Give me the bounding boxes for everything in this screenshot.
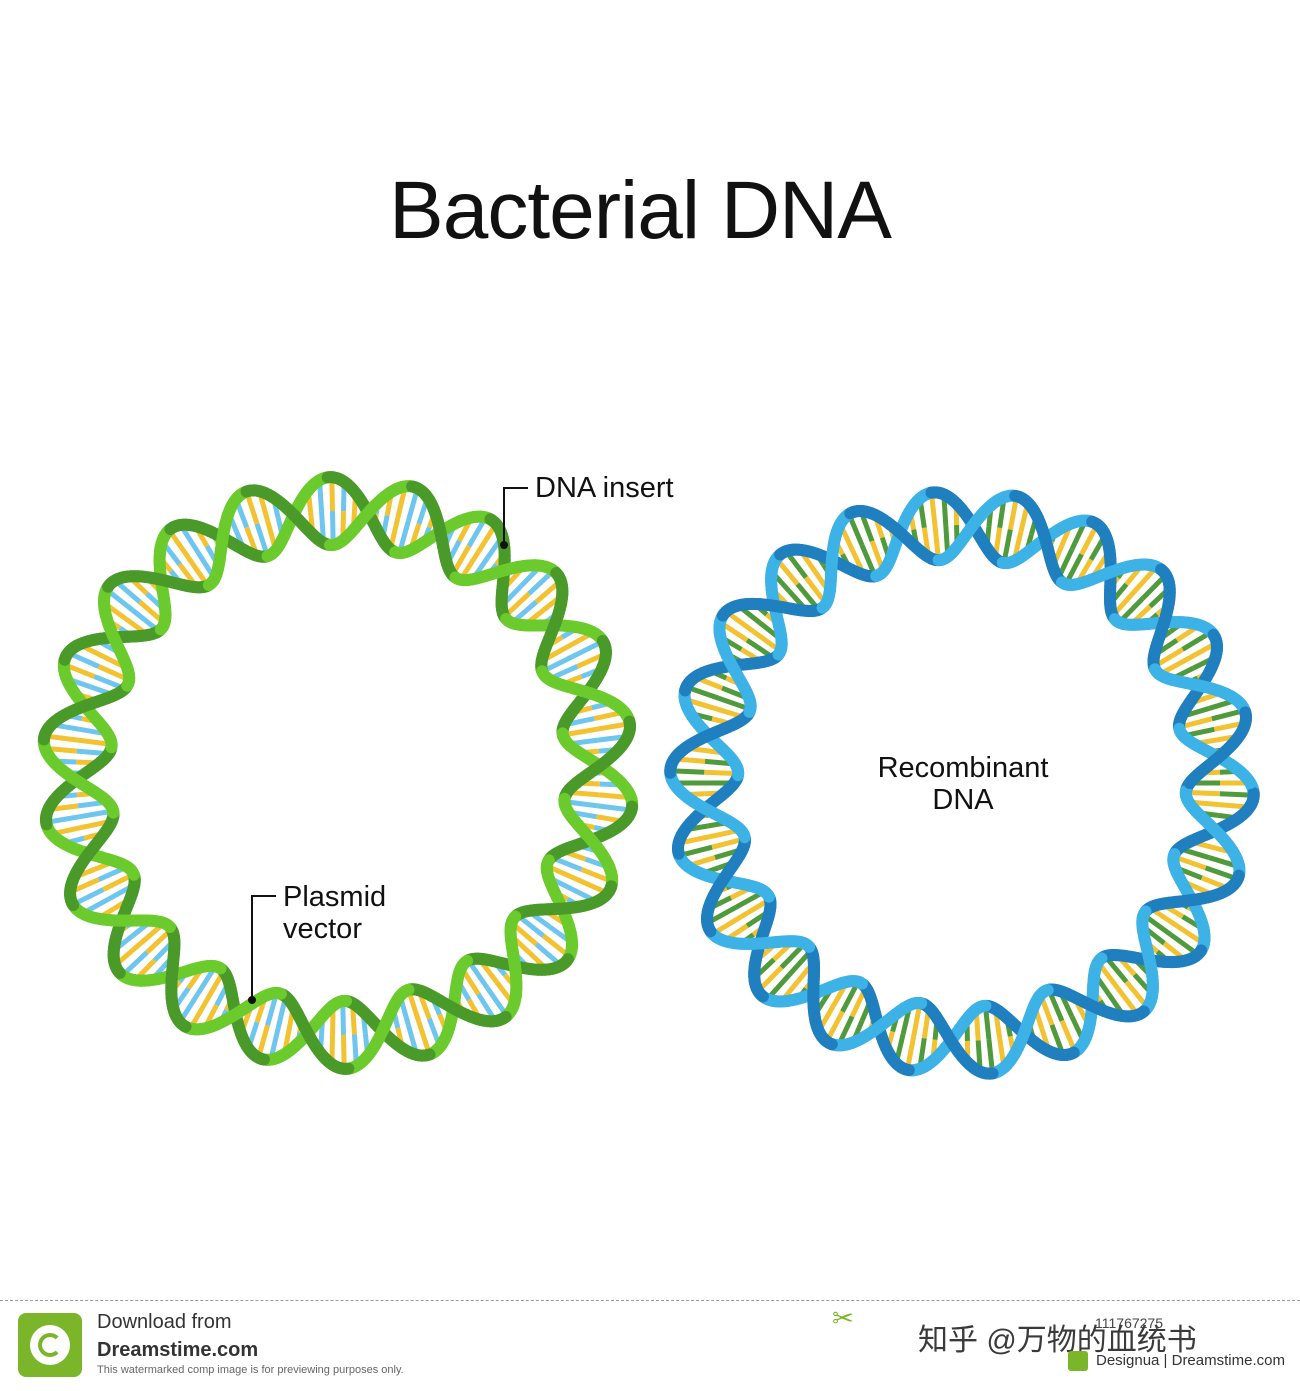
copyright-icon <box>1068 1351 1088 1371</box>
backbone-segment <box>1249 780 1251 783</box>
footer-download-from: Download from <box>97 1311 232 1334</box>
backbone-segment <box>1190 781 1192 783</box>
plasmid-dna-ring <box>44 477 632 1069</box>
footer-credit: Designua | Dreamstime.com <box>1096 1352 1285 1369</box>
dna-diagram <box>0 0 1300 1300</box>
dreamstime-logo-icon <box>18 1313 82 1377</box>
recombinant-dna-label-line2: DNA <box>868 784 1058 816</box>
plasmid-vector-label-line1: Plasmid <box>283 881 386 913</box>
plasmid-vector-label: Plasmid vector <box>283 881 386 945</box>
scissors-icon: ✂ <box>832 1303 854 1334</box>
recombinant-dna-label-line1: Recombinant <box>868 752 1058 784</box>
dreamstime-logo-inner <box>30 1325 70 1365</box>
footer-notice: This watermarked comp image is for previ… <box>97 1364 404 1376</box>
dna-insert-label: DNA insert <box>535 472 674 504</box>
dreamstime-logo-swirl <box>38 1333 62 1357</box>
footer-site-link[interactable]: Dreamstime.com <box>97 1339 258 1362</box>
backbone-segment <box>607 771 610 773</box>
plasmid-vector-leader-dot <box>248 996 256 1004</box>
plasmid-vector-leader <box>252 896 276 1000</box>
recombinant-dna-label: Recombinant DNA <box>868 752 1058 816</box>
dna-insert-leader-dot <box>500 541 508 549</box>
watermark-footer: Download from Dreamstime.com This waterm… <box>0 1300 1300 1391</box>
backbone-segment <box>590 771 593 773</box>
footer-image-id: 111767275 <box>1095 1315 1163 1331</box>
plasmid-vector-label-line2: vector <box>283 913 386 945</box>
